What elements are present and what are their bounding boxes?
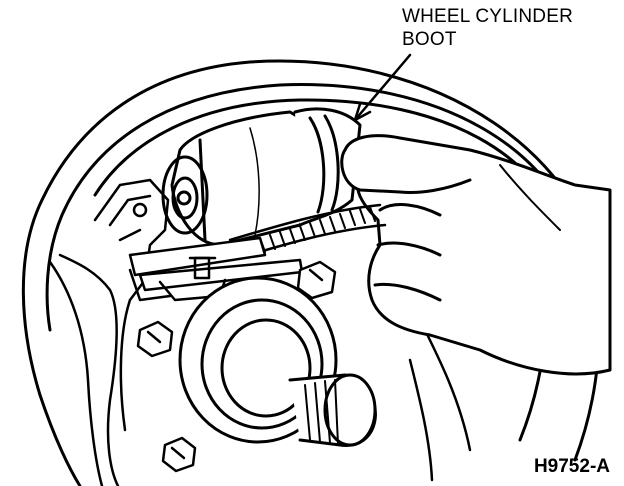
hand: [340, 134, 612, 376]
callout-leader: [353, 53, 412, 122]
callout-line-2: BOOT: [402, 29, 457, 50]
callout-line-1: WHEEL CYLINDER: [402, 6, 574, 27]
lug-nut: [136, 260, 337, 473]
backing-plate-inner: [48, 253, 472, 486]
wheel-cylinder: [161, 110, 314, 247]
axle-spindle: [178, 276, 377, 448]
callout-label: WHEEL CYLINDER BOOT: [402, 5, 573, 51]
figure-id: H9752-A: [533, 456, 610, 477]
adjuster-lever: [128, 236, 304, 302]
wheel-cylinder-boot: [293, 107, 362, 227]
